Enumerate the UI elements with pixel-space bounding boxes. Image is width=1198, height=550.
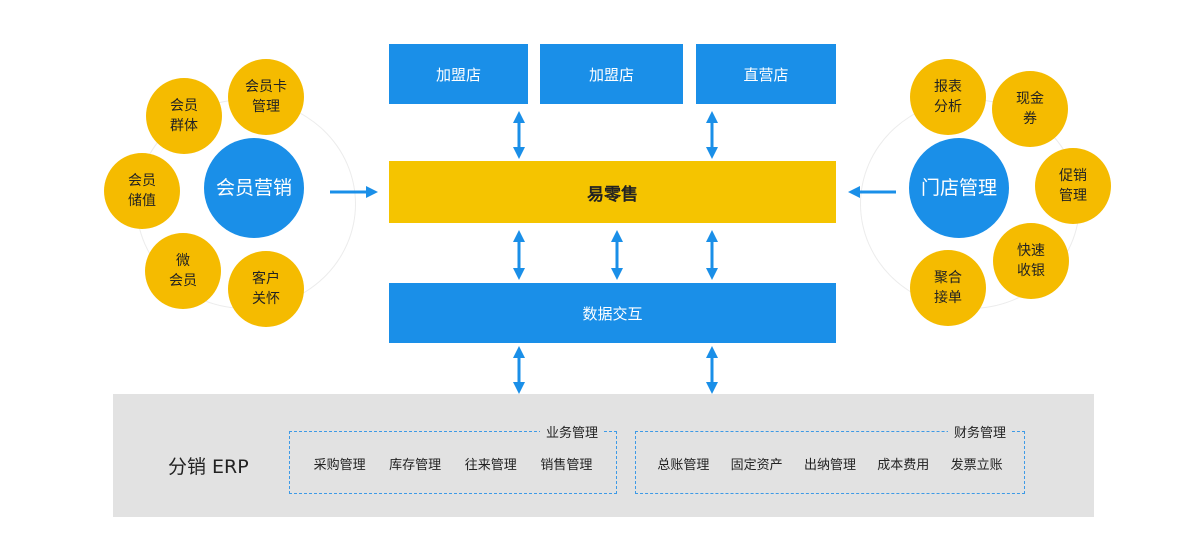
data-exchange-bar: 数据交互 [389,283,836,343]
store-management-hub: 门店管理 [909,138,1009,238]
finance-management-group: 财务管理 总账管理 固定资产 出纳管理 成本费用 发票立账 [635,422,1025,494]
data-exchange-label: 数据交互 [582,304,643,323]
store-box-label: 加盟店 [435,65,481,84]
store-box-franchise-2: 加盟店 [540,44,683,104]
business-management-group: 业务管理 采购管理 库存管理 往来管理 销售管理 [289,422,617,494]
aggregate-orders-circle: 聚合 接单 [910,250,986,326]
core-label: 易零售 [587,184,638,205]
member-stored-value-circle: 会员 储值 [104,153,180,229]
customer-care-circle: 客户 关怀 [228,251,304,327]
erp-item-fixed-assets: 固定资产 [730,458,783,473]
store-box-label: 直营店 [743,65,789,84]
store-box-label: 加盟店 [588,65,634,84]
member-marketing-hub: 会员营销 [204,138,304,238]
erp-item-invoice: 发票立账 [950,458,1003,473]
erp-item-ledger: 总账管理 [657,458,710,473]
erp-item-accounts: 往来管理 [464,458,517,473]
finance-management-title: 财务管理 [947,422,1012,441]
store-box-direct: 直营店 [696,44,836,104]
member-group-circle: 会员 群体 [146,78,222,154]
fast-checkout-circle: 快速 收银 [993,223,1069,299]
erp-panel [113,394,1094,517]
erp-item-costs: 成本费用 [877,458,930,473]
business-management-title: 业务管理 [539,422,604,441]
micro-member-circle: 微 会员 [145,233,221,309]
promotion-circle: 促销 管理 [1035,148,1111,224]
erp-item-inventory: 库存管理 [389,458,442,473]
cash-coupon-circle: 现金 券 [992,71,1068,147]
erp-title: 分销 ERP [168,456,249,478]
erp-item-cashier: 出纳管理 [803,458,856,473]
core-bar: 易零售 [389,161,836,223]
member-card-circle: 会员卡 管理 [228,59,304,135]
store-box-franchise-1: 加盟店 [389,44,528,104]
erp-item-sales: 销售管理 [540,458,593,473]
erp-item-purchase: 采购管理 [313,458,366,473]
report-analysis-circle: 报表 分析 [910,59,986,135]
